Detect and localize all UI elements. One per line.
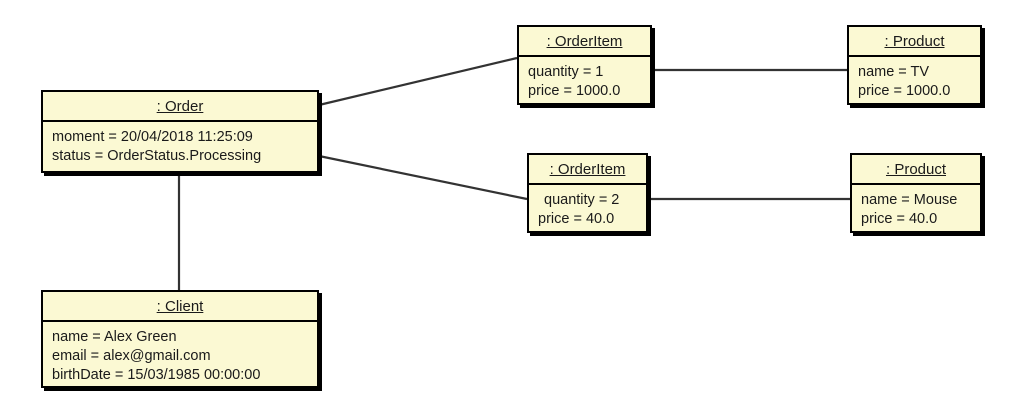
- object-title-orderitem-2-text: : OrderItem: [549, 161, 626, 178]
- attribute-row: price = 40.0: [861, 211, 938, 227]
- object-box-orderitem-1[interactable]: : OrderItem quantity = 1 price = 1000.0: [517, 25, 652, 105]
- object-attributes-orderitem-1: quantity = 1 price = 1000.0: [519, 57, 650, 107]
- object-title-client: : Client: [43, 292, 317, 322]
- object-title-order: : Order: [43, 92, 317, 122]
- attribute-row: name = TV: [858, 64, 930, 80]
- object-attributes-product-1: name = TV price = 1000.0: [849, 57, 980, 107]
- attribute-row: name = Mouse: [861, 192, 958, 208]
- object-box-client[interactable]: : Client name = Alex Green email = alex@…: [41, 290, 319, 388]
- attribute-row: status = OrderStatus.Processing: [52, 148, 262, 164]
- link-order-to-orderitem-2: [318, 154, 528, 201]
- link-order-to-orderitem-1: [318, 56, 518, 107]
- attribute-row: quantity = 1: [528, 64, 604, 80]
- object-title-orderitem-1-text: : OrderItem: [546, 33, 623, 50]
- object-attributes-order: moment = 20/04/2018 11:25:09 status = Or…: [43, 122, 317, 172]
- object-attributes-client: name = Alex Green email = alex@gmail.com…: [43, 322, 317, 391]
- attribute-row: quantity = 2: [544, 192, 620, 208]
- object-title-orderitem-2: : OrderItem: [529, 155, 646, 185]
- object-title-orderitem-1: : OrderItem: [519, 27, 650, 57]
- object-title-product-1-text: : Product: [884, 33, 945, 50]
- object-box-product-2[interactable]: : Product name = Mouse price = 40.0: [850, 153, 982, 233]
- object-title-product-2-text: : Product: [885, 161, 947, 178]
- object-title-product-1: : Product: [849, 27, 980, 57]
- attribute-row: birthDate = 15/03/1985 00:00:00: [52, 367, 261, 383]
- object-box-orderitem-2[interactable]: : OrderItem quantity = 2 price = 40.0: [527, 153, 648, 233]
- object-box-product-1[interactable]: : Product name = TV price = 1000.0: [847, 25, 982, 105]
- object-attributes-orderitem-2: quantity = 2 price = 40.0: [529, 185, 646, 235]
- attribute-row: email = alex@gmail.com: [52, 348, 211, 364]
- object-title-order-text: : Order: [156, 98, 204, 115]
- object-title-product-2: : Product: [852, 155, 980, 185]
- object-box-order[interactable]: : Order moment = 20/04/2018 11:25:09 sta…: [41, 90, 319, 173]
- attribute-row: price = 1000.0: [858, 83, 951, 99]
- attribute-row: price = 40.0: [538, 211, 615, 227]
- object-attributes-product-2: name = Mouse price = 40.0: [852, 185, 980, 235]
- attribute-row: moment = 20/04/2018 11:25:09: [52, 129, 253, 145]
- attribute-row: price = 1000.0: [528, 83, 621, 99]
- attribute-row: name = Alex Green: [52, 329, 177, 345]
- object-title-client-text: : Client: [156, 298, 204, 315]
